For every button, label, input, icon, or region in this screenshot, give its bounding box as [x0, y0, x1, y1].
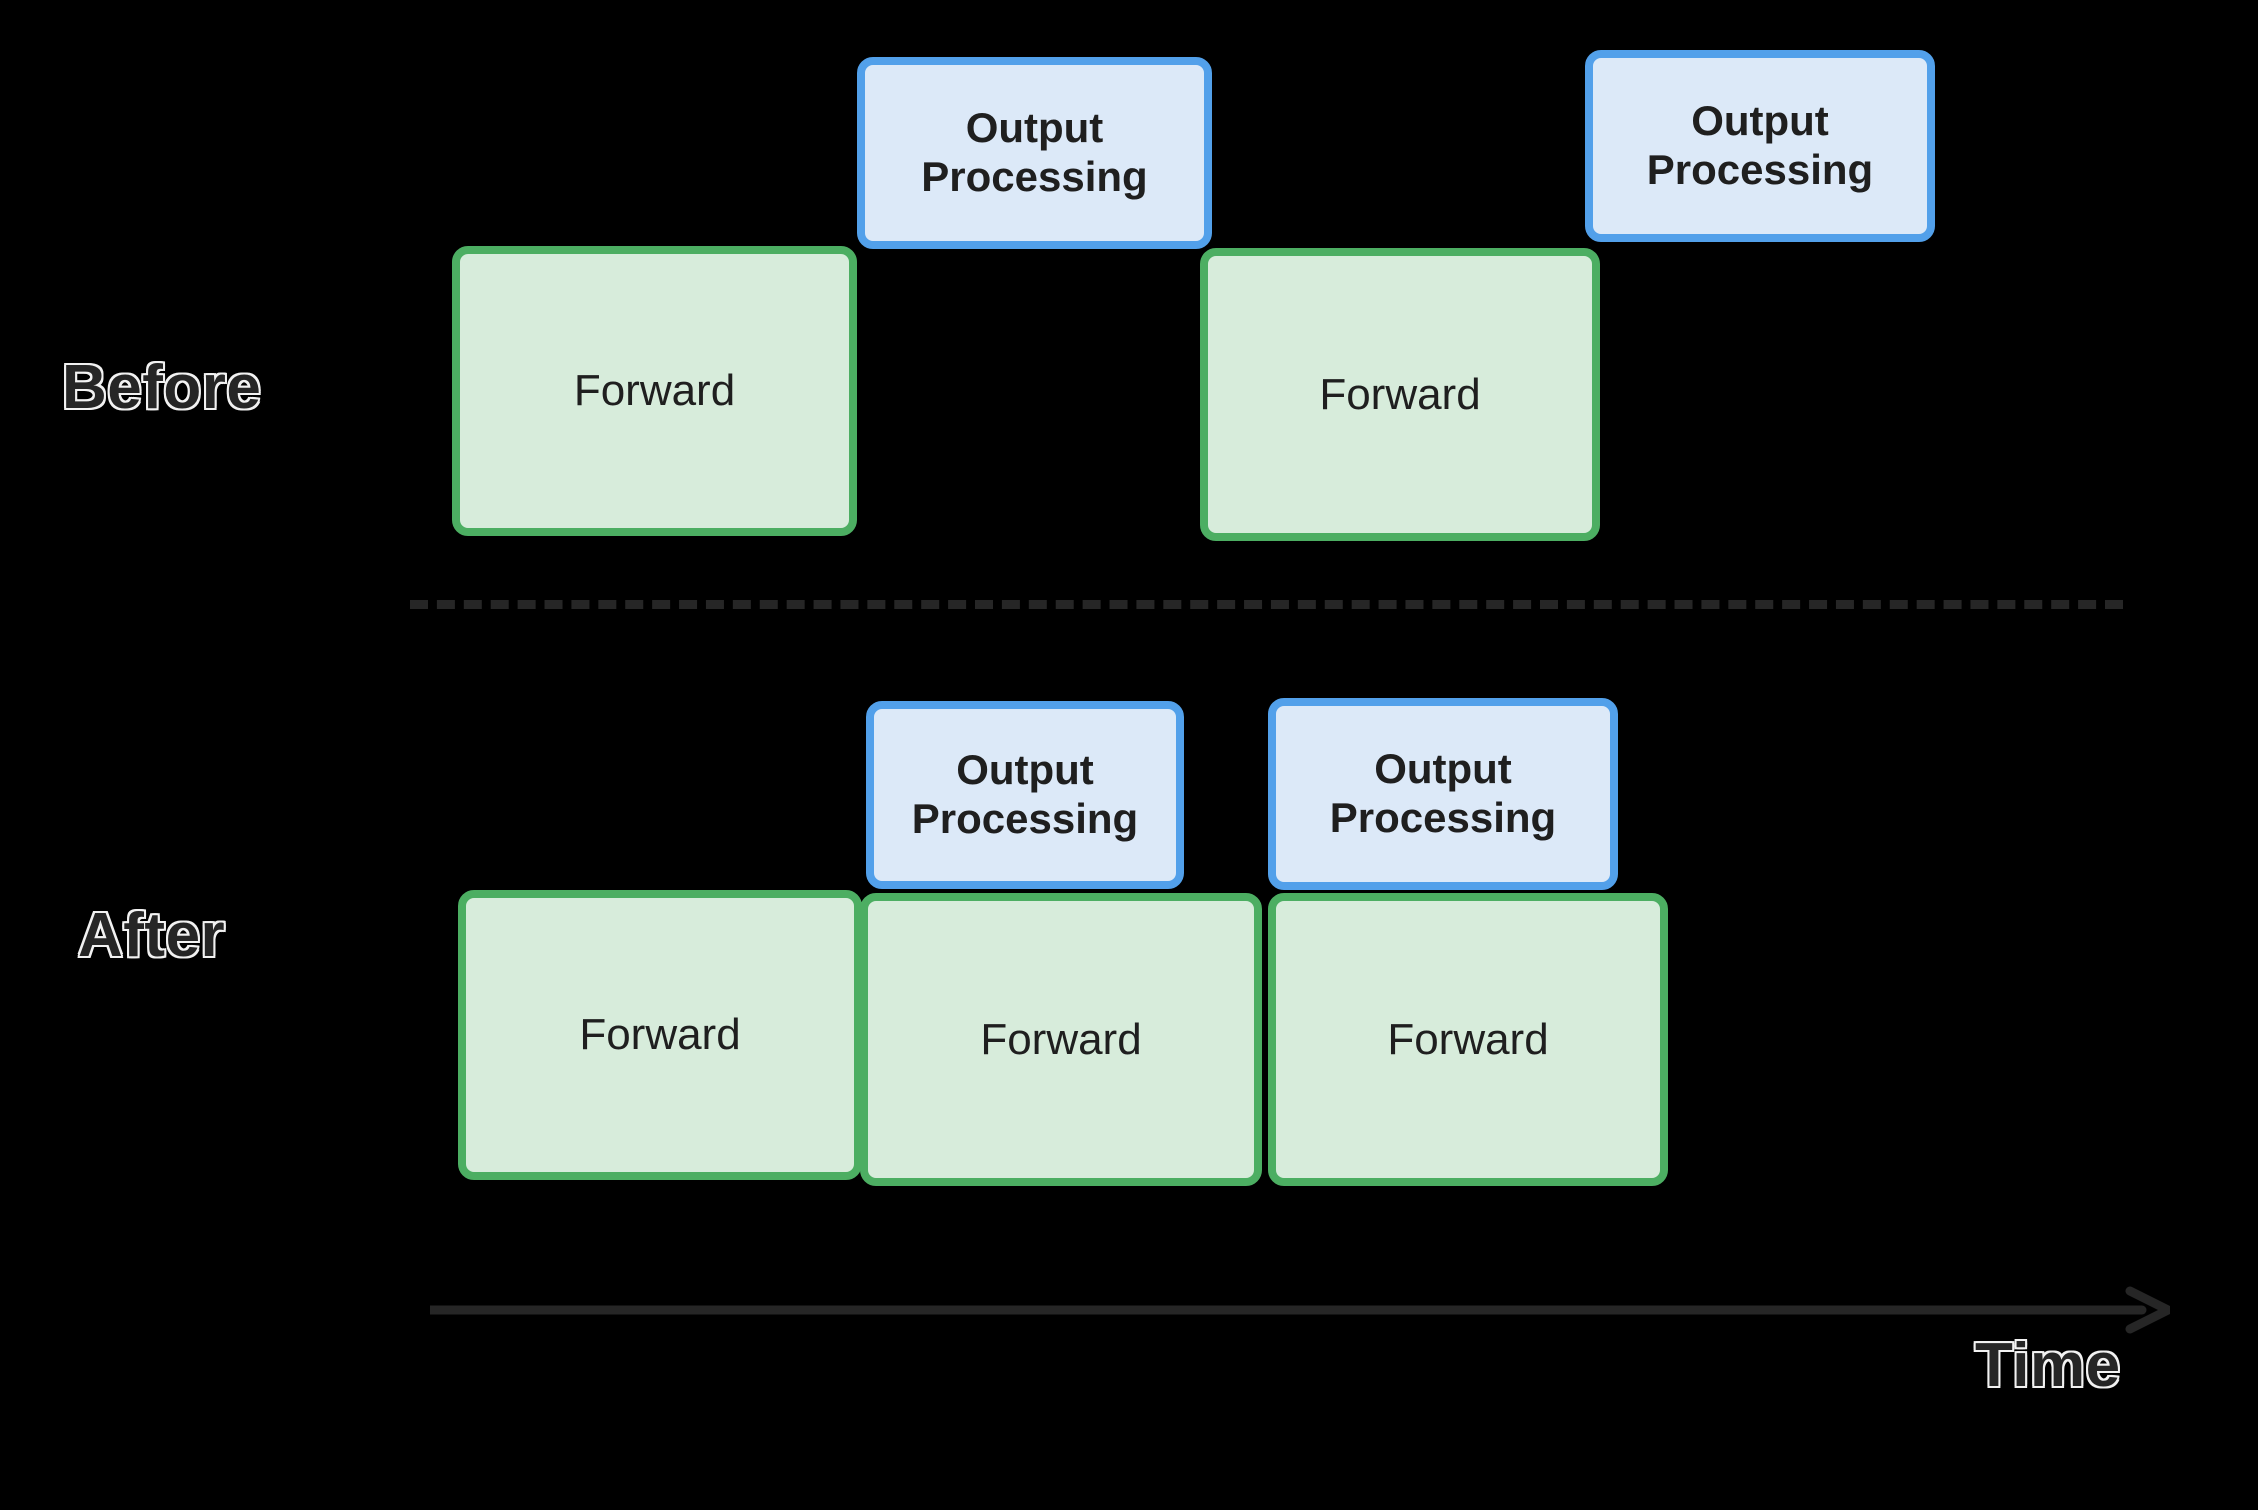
block-text-line1: Output: [965, 104, 1104, 152]
block-text-line1: Output: [956, 746, 1094, 794]
block-text: Output Processing: [1639, 97, 1881, 194]
after-forward-block-3: Forward: [1268, 893, 1668, 1186]
row-label-after: After: [76, 900, 226, 972]
after-output-processing-block-1: Output Processing: [866, 701, 1184, 889]
after-output-processing-block-2: Output Processing: [1268, 698, 1618, 890]
time-axis-label: Time: [1974, 1330, 2122, 1402]
block-text: Output Processing: [913, 104, 1155, 201]
block-text: Output Processing: [904, 746, 1146, 843]
block-text-line2: Processing: [1646, 146, 1874, 193]
after-forward-block-1: Forward: [458, 890, 862, 1180]
time-axis-arrow: [430, 1286, 2170, 1334]
before-forward-block-2: Forward: [1200, 248, 1600, 541]
block-text: Forward: [1319, 369, 1481, 419]
section-divider: [410, 600, 2123, 609]
block-text-line2: Processing: [921, 153, 1148, 200]
before-forward-block-1: Forward: [452, 246, 857, 536]
block-text-line1: Output: [1691, 97, 1829, 145]
after-forward-block-2: Forward: [860, 893, 1262, 1186]
block-text-line2: Processing: [1329, 794, 1557, 841]
block-text-line1: Output: [1374, 745, 1512, 793]
block-text: Forward: [579, 1010, 741, 1060]
before-output-processing-block-1: Output Processing: [857, 57, 1212, 249]
before-output-processing-block-2: Output Processing: [1585, 50, 1935, 242]
block-text-line2: Processing: [911, 795, 1139, 842]
row-label-before: Before: [60, 352, 262, 424]
block-text: Output Processing: [1322, 745, 1564, 842]
block-text: Forward: [980, 1014, 1142, 1064]
time-axis-arrowhead: [2125, 1286, 2170, 1334]
block-text: Forward: [1387, 1014, 1549, 1064]
block-text: Forward: [573, 366, 736, 416]
